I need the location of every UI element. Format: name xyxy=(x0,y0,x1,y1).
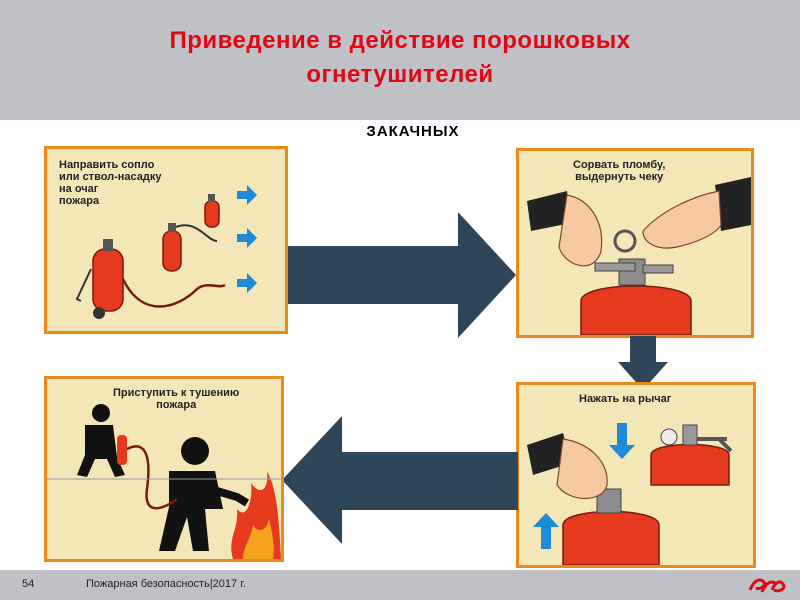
start-extinguishing-text: Приступить к тушению пожара xyxy=(113,387,239,411)
break-seal-text-line1: Сорвать пломбу, xyxy=(573,159,666,171)
slide-title: Приведение в действие порошковых огнетуш… xyxy=(0,24,800,92)
break-seal-text: Сорвать пломбу, выдернуть чеку xyxy=(573,159,665,183)
slide-subtitle: ЗАКАЧНЫХ xyxy=(366,123,460,140)
panel-break-seal: Сорвать пломбу, выдернуть чеку xyxy=(516,148,754,338)
break-seal-text-line2: выдернуть чеку xyxy=(575,171,664,183)
page-number: 54 xyxy=(22,578,35,590)
arrow-right-icon xyxy=(288,212,516,338)
start-extinguishing-text-line1: Приступить к тушению xyxy=(113,387,240,399)
aim-nozzle-text-line1: Направить сопло xyxy=(59,159,155,171)
press-lever-text: Нажать на рычаг xyxy=(579,393,671,405)
title-line-2: огнетушителей xyxy=(306,61,494,88)
break-seal-illustration xyxy=(527,177,751,335)
press-lever-text-line1: Нажать на рычаг xyxy=(579,393,672,405)
slide-footer: 54 Пожарная безопасность|2017 г. xyxy=(0,570,800,600)
press-lever-illustration xyxy=(527,423,733,565)
panel-press-lever: Нажать на рычаг xyxy=(516,382,756,568)
footer-text: Пожарная безопасность|2017 г. xyxy=(86,578,246,590)
arrow-left-icon xyxy=(282,416,518,544)
slide-header: Приведение в действие порошковых огнетуш… xyxy=(0,0,800,120)
aim-nozzle-text: Направить сопло или ствол-насадку на оча… xyxy=(59,159,162,207)
panel-aim-nozzle: Направить сопло или ствол-насадку на оча… xyxy=(44,146,288,334)
start-extinguishing-text-line2: пожара xyxy=(156,399,197,411)
rzd-logo-icon xyxy=(748,578,786,593)
start-extinguishing-illustration xyxy=(47,404,281,559)
title-line-1: Приведение в действие порошковых xyxy=(169,27,631,54)
aim-nozzle-illustration xyxy=(75,185,257,319)
aim-nozzle-text-line4: пожара xyxy=(59,195,100,207)
arrow-down-icon xyxy=(618,336,668,390)
aim-nozzle-text-line2: или ствол-насадку xyxy=(59,171,162,183)
aim-nozzle-text-line3: на очаг xyxy=(59,183,99,195)
panel-start-extinguishing: Приступить к тушению пожара xyxy=(44,376,284,562)
